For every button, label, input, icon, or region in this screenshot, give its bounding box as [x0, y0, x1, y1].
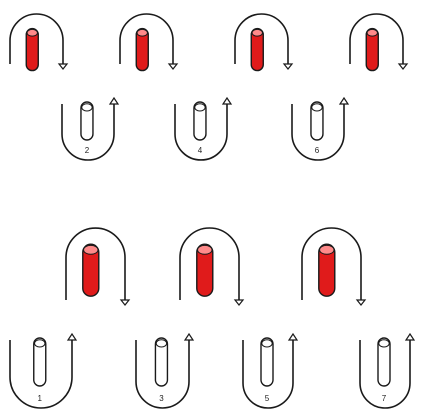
red-tube — [82, 243, 100, 297]
up-arrow-icon — [183, 332, 195, 341]
empty-tube — [193, 101, 207, 141]
loop-path — [119, 13, 174, 64]
loop-path — [135, 340, 190, 409]
red-tube-top — [26, 28, 38, 37]
loop-path — [242, 340, 294, 409]
loop-number-label: 4 — [198, 146, 203, 155]
up-arrow-icon — [66, 332, 78, 341]
empty-tube-top — [81, 103, 93, 112]
down-arrow-icon — [57, 63, 69, 70]
loop-path — [65, 227, 126, 300]
red-tube-top — [251, 28, 263, 37]
down-loop-a1 — [9, 13, 69, 72]
loop-number-label: 1 — [38, 394, 43, 403]
empty-tube-top — [311, 103, 323, 112]
loop-path — [301, 227, 362, 300]
loop-path — [234, 13, 289, 64]
down-loop-a2 — [119, 13, 179, 72]
loop-path — [61, 104, 115, 161]
up-loop-b4: 4 — [174, 96, 233, 161]
up-loop-b6: 6 — [291, 96, 350, 161]
loop-path — [179, 227, 240, 300]
up-arrow-icon — [287, 332, 299, 341]
down-loop-c3 — [301, 227, 367, 306]
down-arrow-icon — [397, 63, 409, 70]
up-arrow-icon — [108, 96, 120, 105]
loop-path — [9, 340, 73, 409]
red-tube — [25, 27, 39, 72]
empty-tube — [154, 337, 169, 387]
loop-number-label: 5 — [265, 394, 270, 403]
down-loop-a3 — [234, 13, 294, 72]
up-arrow-icon — [338, 96, 350, 105]
empty-tube — [33, 337, 47, 387]
up-loop-d1: 1 — [9, 332, 78, 409]
empty-tube-top — [261, 339, 273, 348]
loop-number-label: 6 — [315, 146, 320, 155]
up-loop-d5: 5 — [242, 332, 299, 409]
loop-number-label: 2 — [85, 146, 90, 155]
red-tube-top — [366, 28, 378, 37]
empty-tube — [260, 337, 274, 387]
red-tube-top — [197, 244, 213, 255]
loop-path — [349, 13, 404, 64]
up-loop-d7: 7 — [359, 332, 416, 409]
empty-tube-top — [194, 103, 206, 112]
empty-tube — [80, 101, 94, 141]
loop-path — [174, 104, 228, 161]
empty-tube-top — [378, 339, 390, 348]
empty-tube — [377, 337, 391, 387]
red-tube-top — [83, 244, 99, 255]
up-loop-b2: 2 — [61, 96, 120, 161]
red-tube-top — [319, 244, 335, 255]
down-arrow-icon — [233, 299, 245, 306]
empty-tube-top — [155, 339, 168, 348]
loop-path — [291, 104, 345, 161]
down-arrow-icon — [167, 63, 179, 70]
up-arrow-icon — [404, 332, 416, 341]
loop-number-label: 7 — [382, 394, 387, 403]
red-tube — [196, 243, 214, 297]
down-loop-a4 — [349, 13, 409, 72]
down-arrow-icon — [355, 299, 367, 306]
up-arrow-icon — [221, 96, 233, 105]
red-tube-top — [136, 28, 148, 37]
loop-number-label: 3 — [159, 394, 164, 403]
loop-path — [359, 340, 411, 409]
red-tube — [250, 27, 264, 72]
red-tube — [318, 243, 336, 297]
up-loop-d3: 3 — [135, 332, 195, 409]
red-tube — [135, 27, 149, 72]
loop-path — [9, 13, 64, 64]
empty-tube-top — [34, 339, 46, 348]
red-tube — [365, 27, 379, 72]
down-arrow-icon — [119, 299, 131, 306]
down-loop-c2 — [179, 227, 245, 306]
down-loop-c1 — [65, 227, 131, 306]
empty-tube — [310, 101, 324, 141]
down-arrow-icon — [282, 63, 294, 70]
